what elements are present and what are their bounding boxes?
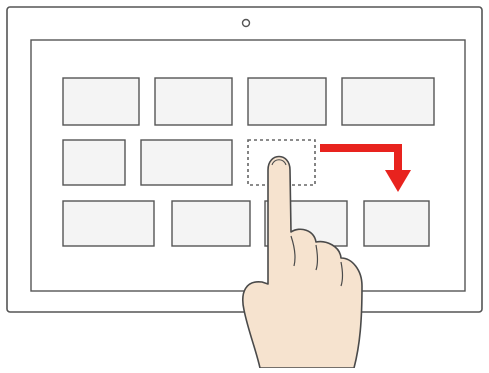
tile-row3-4[interactable] (364, 201, 429, 246)
tile-row1-1[interactable] (63, 78, 139, 125)
tile-row3-2[interactable] (172, 201, 250, 246)
tile-row1-2[interactable] (155, 78, 232, 125)
tile-row3-1[interactable] (63, 201, 154, 246)
tile-row1-4[interactable] (342, 78, 434, 125)
tile-row1-3[interactable] (248, 78, 326, 125)
camera-icon (243, 20, 250, 27)
tile-row2-1[interactable] (63, 140, 125, 185)
tile-row2-2[interactable] (141, 140, 232, 185)
